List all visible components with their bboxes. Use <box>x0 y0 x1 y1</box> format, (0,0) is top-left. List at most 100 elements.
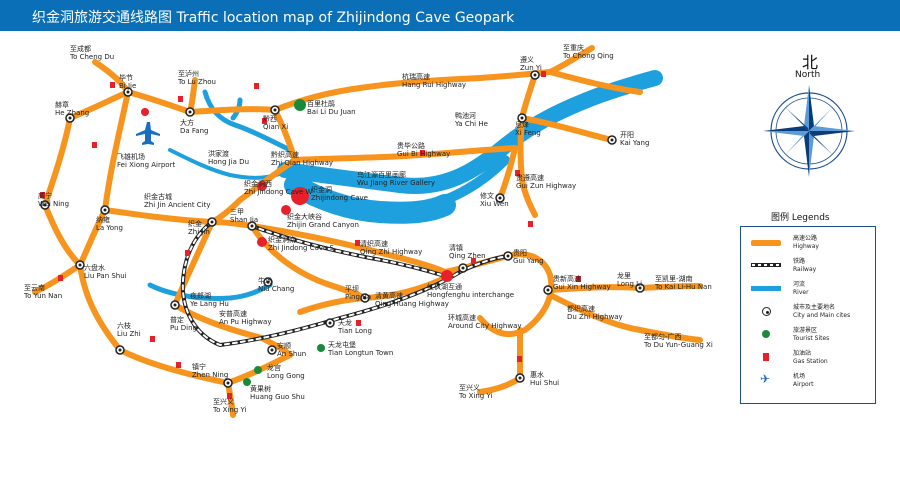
legend-title: 图例 Legends <box>771 213 830 223</box>
place-label-cn: 天龙屯堡 <box>328 341 356 349</box>
place-label-en: Gui Xin Highway <box>553 283 611 291</box>
place-label-cn: 织金洞 <box>311 186 332 194</box>
place-label-cn: 百里杜鹃 <box>307 100 335 108</box>
place-label-cn: 毕节 <box>119 74 133 82</box>
place-label-cn: 都织高速 <box>567 305 595 313</box>
city-marker-dots <box>43 73 642 385</box>
legend-label-cn: 旅游景区 <box>793 327 818 334</box>
place-label-en: Hongfenghu interchange <box>427 291 515 299</box>
compass-rose <box>763 85 855 177</box>
place-label-cn: 赫章 <box>55 101 69 109</box>
rivers <box>147 70 663 301</box>
place-label-en: Liu Pan Shui <box>84 272 127 280</box>
place-label-en: Hong Jia Du <box>208 158 250 166</box>
road-zhijin-south <box>172 219 215 308</box>
legend-label-en: Airport <box>793 381 814 388</box>
title-bar: 织金洞旅游交通线路图 Traffic location map of Zhiji… <box>0 0 900 31</box>
place-label-cn: 普定 <box>170 316 184 324</box>
place-label-cn: 修文 <box>480 192 494 200</box>
river-upper-tributary <box>202 89 293 153</box>
place-label-en: Gui Zun Highway <box>516 182 577 190</box>
place-label-en: Tian Longtun Town <box>328 349 394 357</box>
place-label-en: To Xing Yi <box>213 406 247 414</box>
place-label-cn: 鸭池河 <box>455 112 476 120</box>
railway-main-dash <box>181 221 509 346</box>
place-label-en: Kai Yang <box>620 139 650 147</box>
place-label-cn: 天龙 <box>338 319 352 327</box>
place-label-en: Gui Bi Highway <box>397 150 451 158</box>
airport-icon <box>136 122 160 145</box>
place-label-en: Bai Li Du Juan <box>307 108 356 116</box>
place-label-cn: 平坝 <box>345 285 359 293</box>
place-label-cn: 黔西 <box>263 115 277 123</box>
place-label-en: To Kai Li-Hu Nan <box>655 283 712 291</box>
river-wujiang <box>277 70 663 194</box>
place-label-cn: 安顺 <box>277 342 291 350</box>
compass-north-cn: 北 <box>802 53 819 72</box>
place-label-en: He Zhang <box>55 109 90 117</box>
cave-site-cave-w <box>257 181 267 191</box>
railway-icon <box>751 262 781 270</box>
railway-north-dash <box>251 225 446 277</box>
gas-stations <box>40 71 581 399</box>
place-label-cn: 贵阳 <box>513 249 527 257</box>
place-label-cn: 至泸州 <box>178 70 199 78</box>
place-label-cn: 至兴义 <box>213 398 234 406</box>
highway-icon <box>751 239 781 247</box>
place-label-cn: 至云南 <box>24 284 45 292</box>
place-label-cn: 威宁 <box>38 192 52 200</box>
place-label-en: Qian Xi <box>263 123 289 131</box>
place-label-cn: 织金洞南 <box>268 236 296 244</box>
place-label-cn: 六盘水 <box>84 264 105 272</box>
place-label-en: Ping Ba <box>345 293 372 301</box>
place-label-cn: 遵义 <box>520 56 534 64</box>
place-label-cn: 至成都 <box>70 45 91 53</box>
place-label-cn: 飞雄机场 <box>117 153 145 161</box>
cave-site-zhijindong <box>291 187 309 205</box>
place-label-en: Ye Lang Hu <box>190 300 229 308</box>
place-label-cn: 至兴义 <box>459 384 480 392</box>
road-zhiqian <box>209 157 298 225</box>
legend-label-cn: 加油站 <box>793 350 812 357</box>
place-label-cn: 环城高速 <box>448 314 476 322</box>
road-layong-zhijin <box>102 207 215 225</box>
cave-sites <box>141 108 453 282</box>
road-anpu <box>172 302 265 341</box>
interchange-hongfenghu <box>441 270 453 282</box>
place-label-en: Zhi Jindong Cave S <box>268 244 334 252</box>
road-guibi <box>292 145 518 163</box>
legend-label-cn: 铁路 <box>793 258 806 265</box>
